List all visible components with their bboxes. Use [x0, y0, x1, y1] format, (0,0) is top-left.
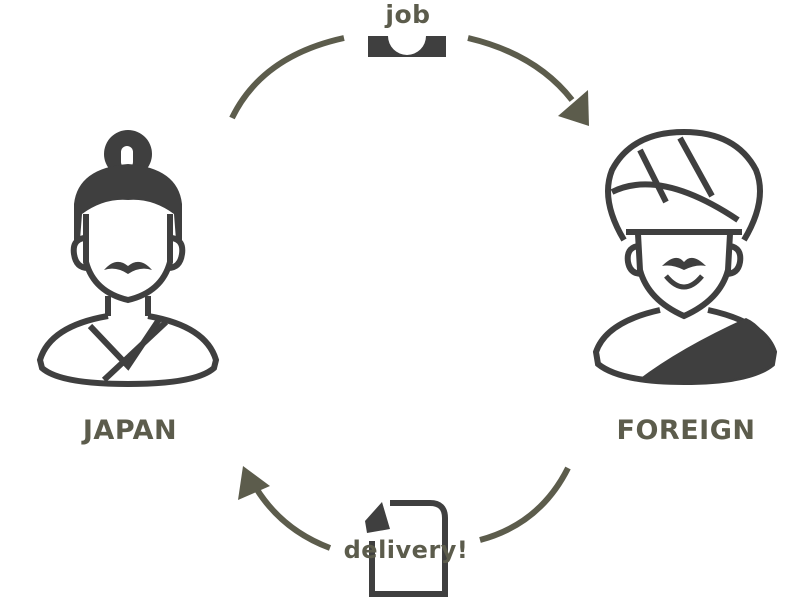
delivery-label: delivery! — [343, 536, 469, 564]
job-label: job — [385, 0, 431, 29]
document-icon — [365, 500, 448, 597]
foreign-label: FOREIGN — [616, 415, 756, 446]
bottom-arrowhead — [238, 466, 270, 500]
top-arrow — [229, 35, 589, 126]
top-arc-right — [467, 35, 575, 102]
top-arc — [229, 35, 345, 120]
turban-person-icon — [592, 128, 778, 386]
bottom-arc-left — [253, 486, 332, 551]
japan-label: JAPAN — [82, 415, 178, 446]
bottom-arc-right — [479, 466, 571, 543]
top-arrowhead — [558, 90, 589, 126]
bottom-arrow — [238, 466, 571, 551]
job-card-icon — [368, 36, 446, 57]
samurai-person-icon — [36, 130, 220, 388]
